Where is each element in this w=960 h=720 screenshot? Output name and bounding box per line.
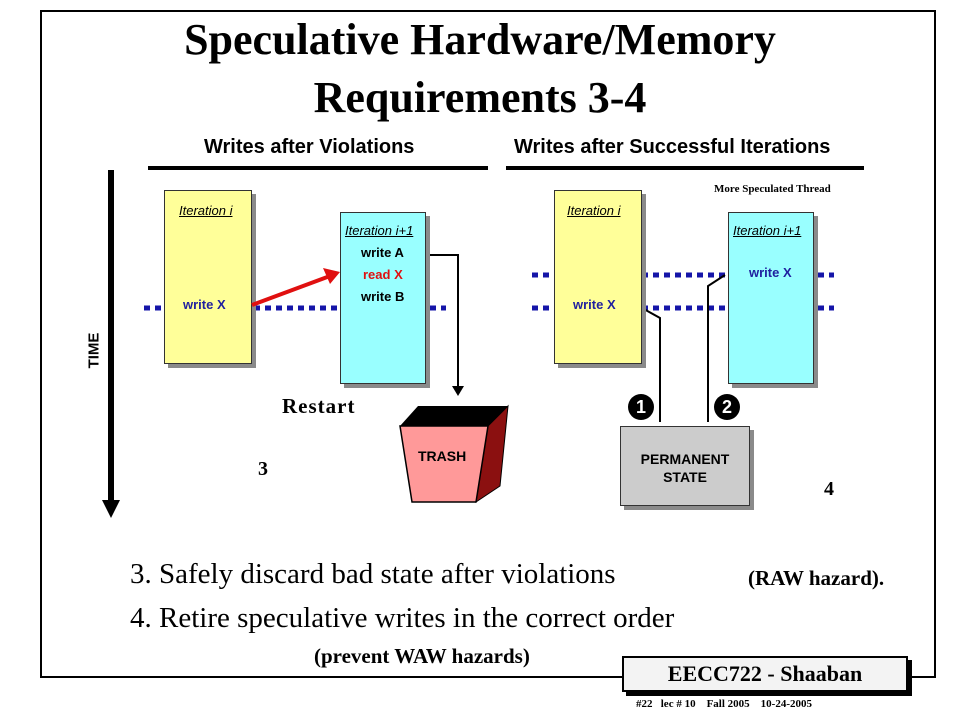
more-speculated-thread-label: More Speculated Thread [714,183,831,195]
order-badge-1: 1 [628,394,654,420]
restart-label: Restart [282,394,356,418]
permanent-state-line-1: PERMANENT [640,451,730,467]
permanent-state-line-2: STATE [663,469,707,485]
iteration-i1-left-box: Iteration i+1 write A read X write B [340,212,426,384]
left-number-3: 3 [258,458,268,480]
trash-bin-icon [399,404,509,504]
op-write-a: write A [361,245,404,260]
iteration-i1-left-label: Iteration i+1 [345,223,414,238]
slide-title-line-1: Speculative Hardware/Memory [184,15,776,64]
footer-badge: EECC722 - Shaaban [622,656,908,692]
right-section-heading: Writes after Successful Iterations [514,136,831,158]
left-section-heading: Writes after Violations [204,136,415,158]
violation-arrowhead [323,268,340,284]
caption-item-3-note: (RAW hazard). [748,566,885,590]
iteration-i1-right-write-x: write X [749,265,792,280]
restart-arrowhead [452,386,464,396]
caption-item-4: 4. Retire speculative writes in the corr… [130,602,675,634]
retire-connector-1 [641,307,661,422]
iteration-i1-right-box: Iteration i+1 write X [728,212,814,384]
right-number-4: 4 [824,478,834,500]
retire-connector-2 [707,274,726,422]
caption-item-4-note: (prevent WAW hazards) [314,644,530,668]
iteration-i-left-write-x: write X [183,297,226,312]
time-axis-line [108,170,114,502]
slide-title-line-2: Requirements 3-4 [313,73,647,122]
iteration-i-right-box: Iteration i write X [554,190,642,364]
footer-info: #22 lec # 10 Fall 2005 10-24-2005 [636,698,812,710]
iteration-i-right-write-x: write X [573,297,616,312]
left-heading-rule [148,166,488,170]
time-axis-arrowhead [102,500,120,518]
iteration-i1-right-label: Iteration i+1 [733,223,802,238]
op-read-x: read X [363,267,403,282]
op-write-b: write B [361,289,405,304]
restart-connector [425,254,459,388]
time-label: TIME [85,332,103,369]
violation-arrow [251,274,331,307]
footer-badge-text: EECC722 - Shaaban [667,661,863,686]
iteration-i-left-label: Iteration i [179,203,233,218]
iteration-i-right-label: Iteration i [567,203,621,218]
iteration-i-left-box: Iteration i write X [164,190,252,364]
order-badge-2: 2 [714,394,740,420]
trash-label: TRASH [418,448,467,464]
right-heading-rule [506,166,864,170]
caption-item-3: 3. Safely discard bad state after violat… [130,558,616,590]
time-label-container: TIME [84,320,104,380]
permanent-state-box: PERMANENT STATE [620,426,750,506]
